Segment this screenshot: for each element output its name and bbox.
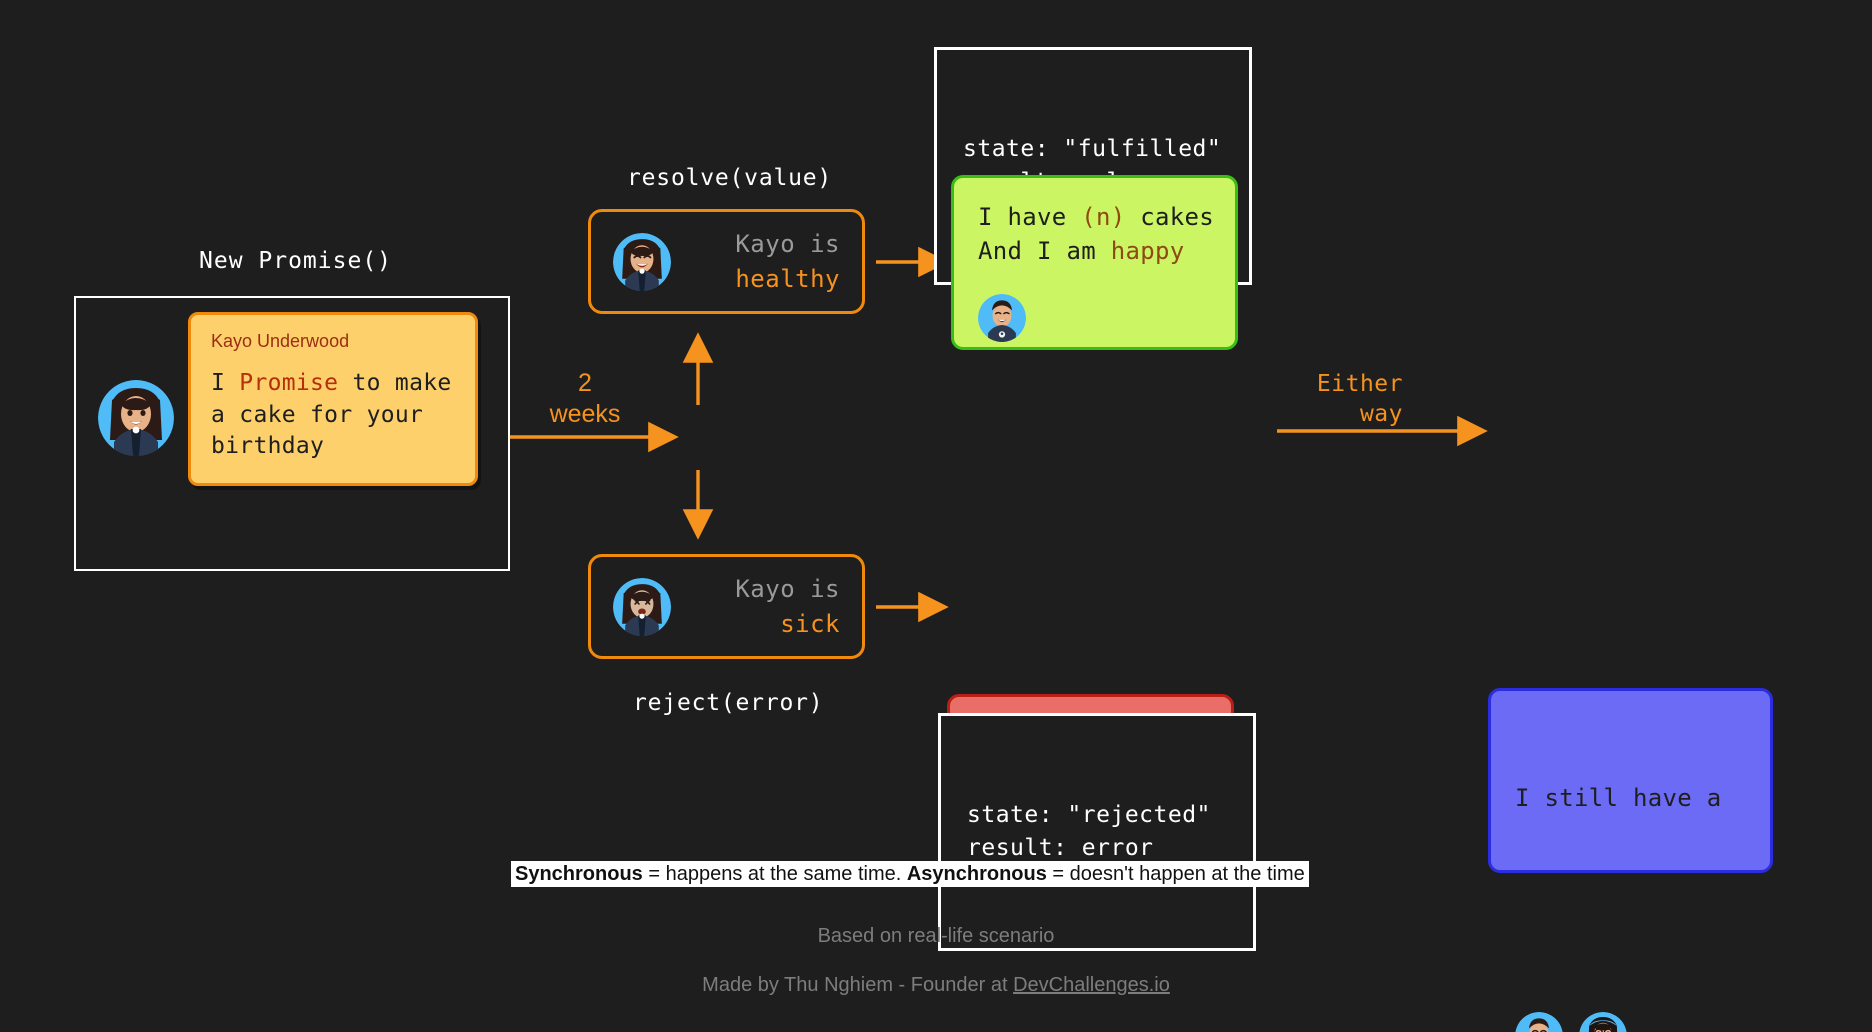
- party-card-text: I still have a party: [1515, 713, 1746, 986]
- asynchronous-term: Asynchronous: [906, 863, 1047, 885]
- author-credit: Made by Thu Nghiem - Founder at DevChall…: [0, 974, 1872, 997]
- kayo-sick-avatar: [613, 577, 671, 636]
- promise-note-highlight: Promise: [239, 370, 339, 396]
- either-way-line2: way: [1359, 400, 1403, 427]
- boy-happy-avatar-glyph: [1515, 1011, 1563, 1032]
- fulfilled-line2-highlight: happy: [1110, 237, 1185, 266]
- resolve-flow-label: resolve(value): [627, 165, 833, 191]
- sync-async-definition: Synchronous = happens at the same time. …: [511, 861, 1309, 887]
- girl-glasses-avatar: [1579, 1011, 1627, 1032]
- synchronous-term: Synchronous: [515, 863, 643, 885]
- sync-async-strip: Synchronous = happens at the same time. …: [511, 861, 1309, 887]
- fulfilled-line1-highlight: (n): [1081, 203, 1126, 231]
- devchallenges-link[interactable]: DevChallenges.io: [1013, 974, 1170, 996]
- rejected-state-line: state: "rejected" result: error: [967, 802, 1211, 861]
- scenario-note: Based on real-life scenario: [817, 925, 1055, 947]
- boy-happy-avatar: [1515, 1011, 1563, 1032]
- fulfilled-line1-post: cakes: [1125, 203, 1214, 231]
- new-promise-frame: Kayo Underwood I Promise to make a cake …: [74, 296, 510, 571]
- reject-flow-label: reject(error): [633, 690, 824, 716]
- author-credit-text: Made by Thu Nghiem - Founder at: [702, 974, 1014, 996]
- kayo-sick-pill[interactable]: Kayo is sick: [588, 554, 865, 659]
- either-way-line1: Either: [1316, 371, 1403, 397]
- kayo-sick-value: sick: [780, 609, 840, 638]
- party-card-avatars: [1515, 1011, 1746, 1032]
- boy-happy-avatar: [978, 294, 1026, 343]
- fulfilled-card-avatars: [978, 294, 1211, 343]
- promise-note-post: to make a cake for your birthday: [211, 370, 452, 460]
- asynchronous-definition: = doesn't happen at the time: [1046, 863, 1305, 885]
- two-weeks-line2: weeks: [549, 400, 621, 429]
- kayo-healthy-label: Kayo is: [735, 229, 840, 258]
- kayo-healthy-avatar: [613, 232, 671, 291]
- two-weeks-label: 2 weeks: [540, 368, 630, 431]
- new-promise-title: New Promise(): [199, 248, 393, 274]
- girl-glasses-avatar-glyph: [1579, 1011, 1627, 1032]
- kayo-healthy-avatar-glyph: [613, 232, 671, 291]
- fulfilled-line1-pre: I have: [978, 203, 1082, 231]
- kayo-healthy-value: healthy: [735, 264, 840, 293]
- boy-happy-avatar-glyph: [978, 294, 1026, 343]
- kayo-sick-label: Kayo is: [735, 574, 840, 603]
- either-way-label: Either way: [1288, 370, 1403, 430]
- party-outcome-card: I still have a party: [1488, 688, 1773, 1032]
- kayo-happy-avatar: [98, 380, 174, 456]
- synchronous-definition: = happens at the same time.: [642, 863, 907, 885]
- rejected-state-box: state: "rejected" result: error: [938, 713, 1256, 951]
- fulfilled-line2-pre: And I am: [978, 237, 1111, 266]
- kayo-healthy-pill[interactable]: Kayo is healthy: [588, 209, 865, 314]
- party-line1: I still have a: [1515, 784, 1722, 813]
- promise-note-body: I Promise to make a cake for your birthd…: [211, 368, 455, 463]
- kayo-happy-avatar-glyph: [98, 380, 174, 456]
- two-weeks-line1: 2: [578, 369, 592, 397]
- promise-note-author: Kayo Underwood: [211, 331, 350, 351]
- promise-sticky-note: Kayo Underwood I Promise to make a cake …: [188, 312, 478, 487]
- party-line2: party: [1515, 886, 1589, 915]
- kayo-sick-text: Kayo is sick: [693, 572, 840, 642]
- kayo-healthy-text: Kayo is healthy: [693, 227, 840, 297]
- promise-note-pre: I: [211, 370, 240, 396]
- kayo-sick-avatar-glyph: [613, 577, 671, 636]
